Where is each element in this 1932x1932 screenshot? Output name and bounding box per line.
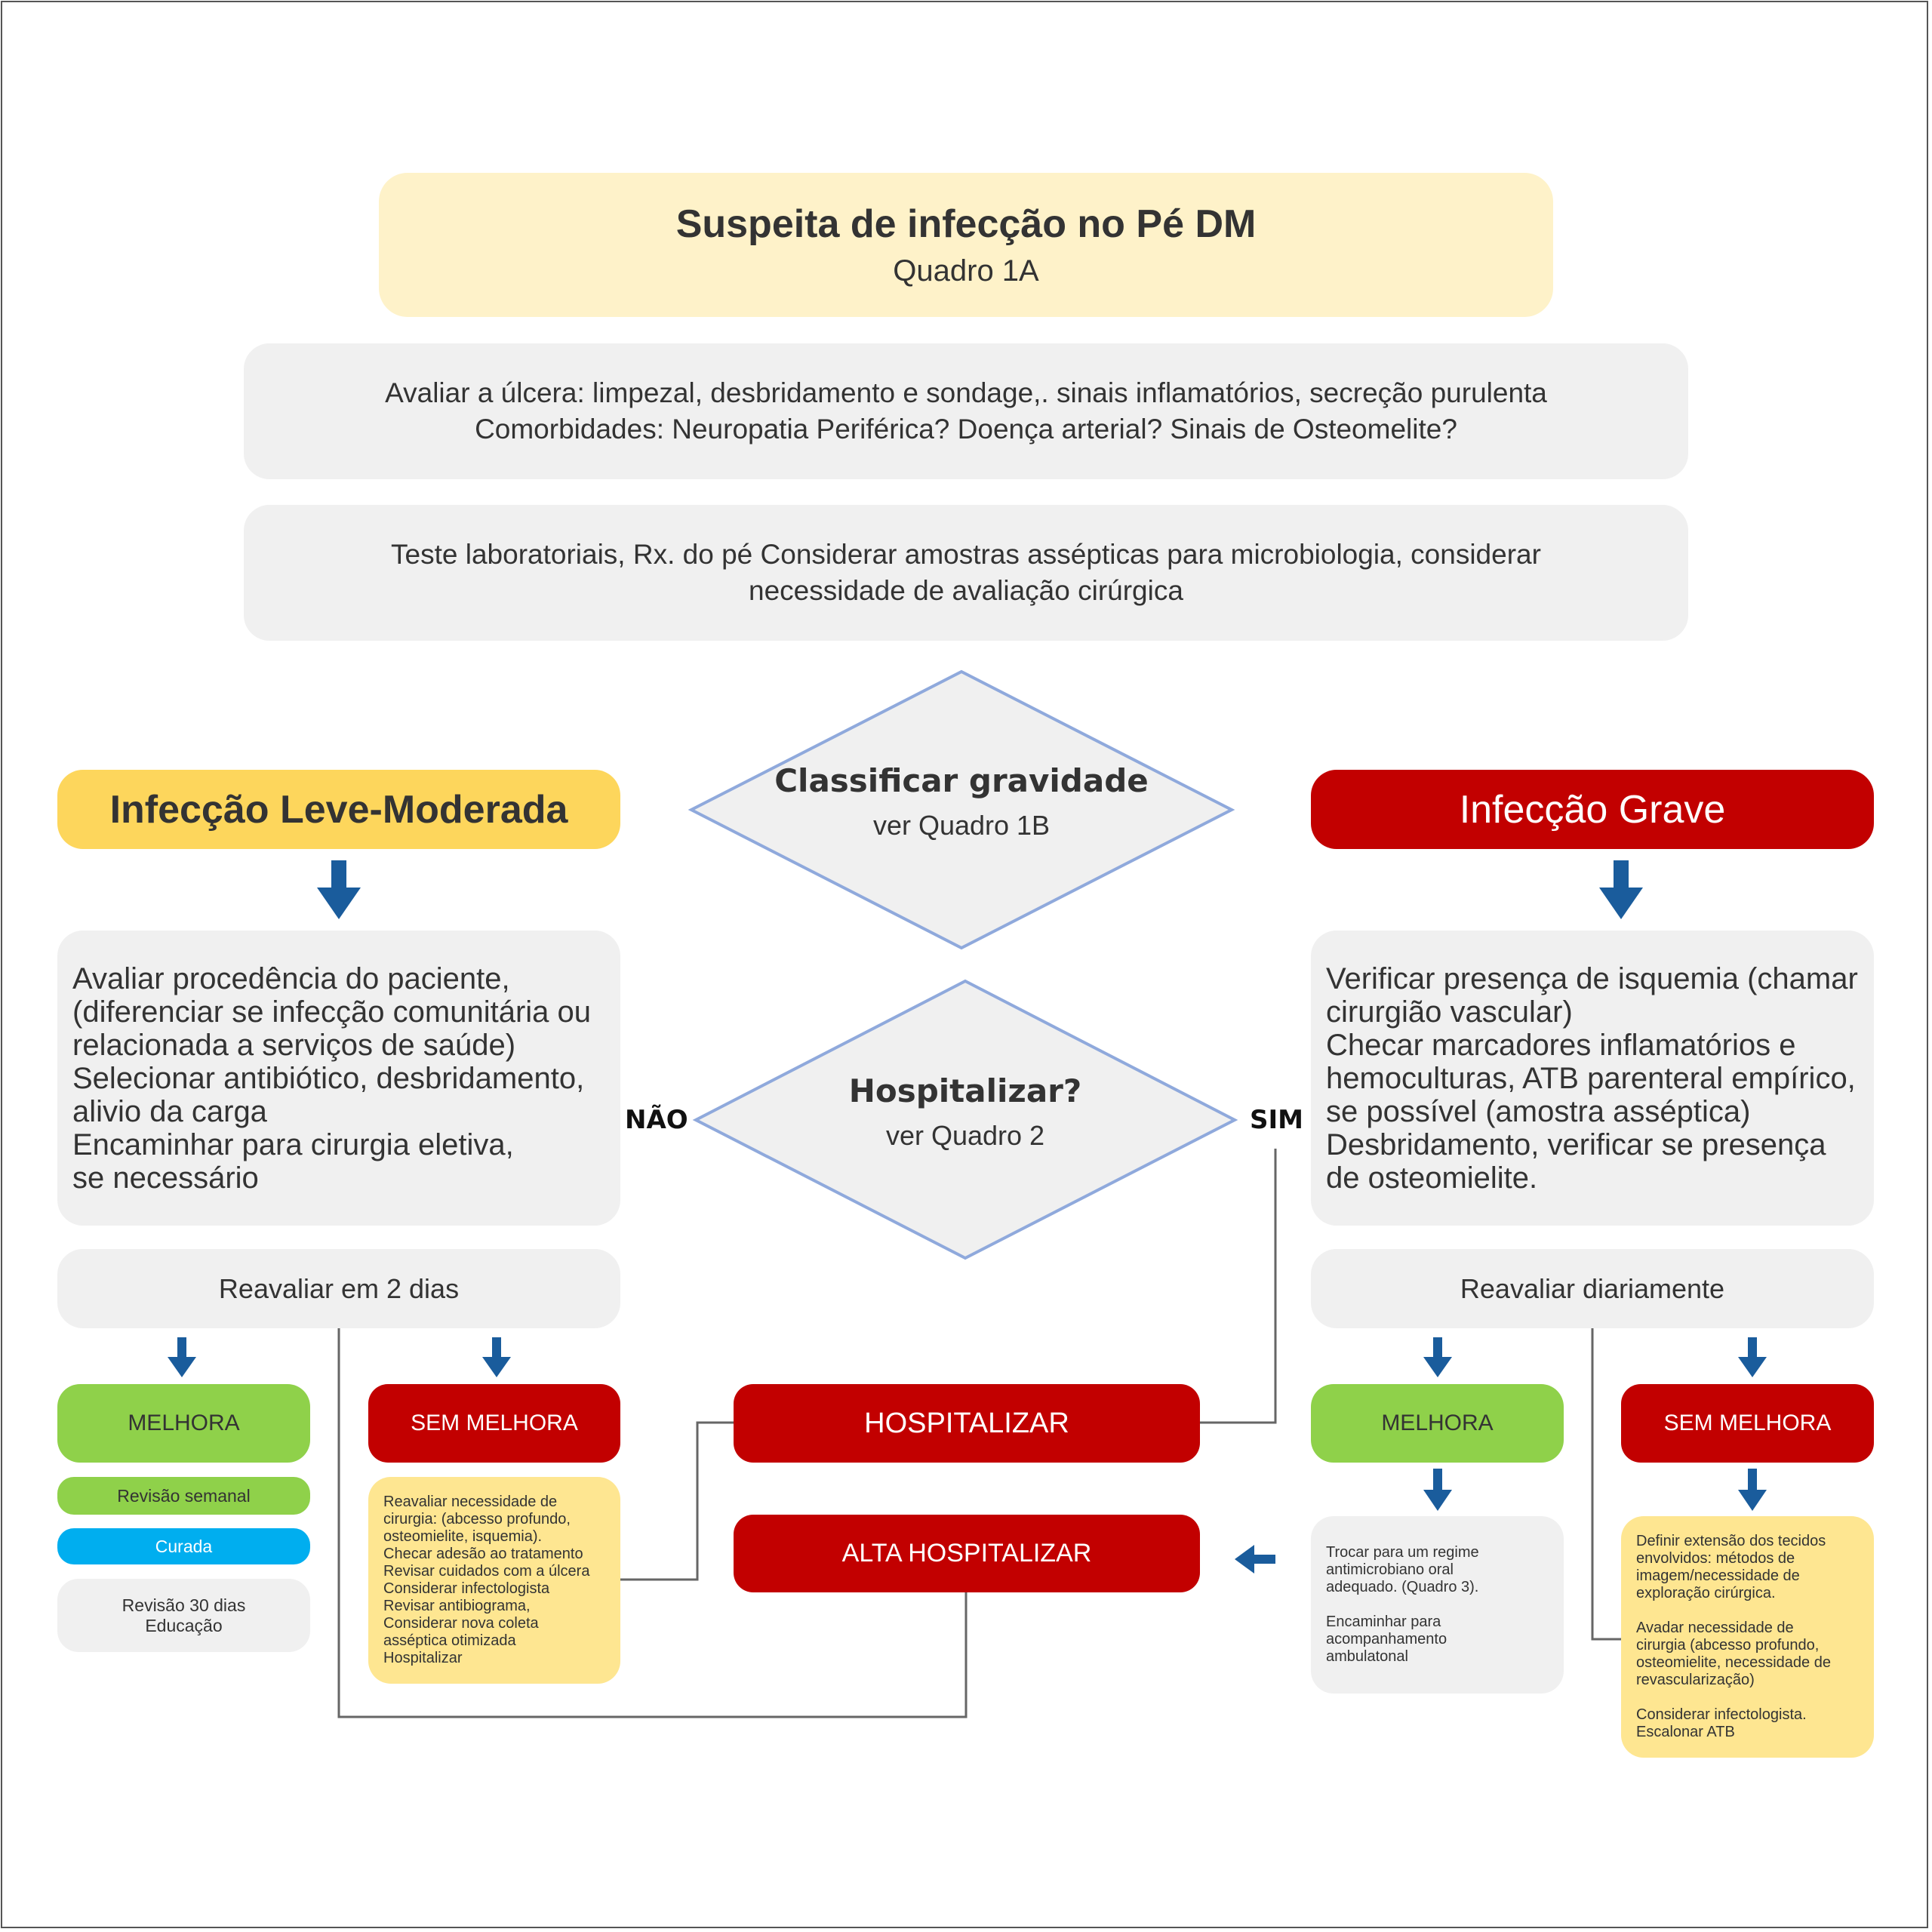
no-label: NÃO [625, 1105, 688, 1135]
right-reassess-text: Reavaliar diariamente [1460, 1272, 1725, 1304]
connector-left-note-to-hospitalize [620, 1421, 734, 1581]
connector-right-reassess-to-note [1591, 1328, 1621, 1641]
page-subtitle: Quadro 1A [893, 254, 1039, 288]
cured-label: Curada [155, 1536, 213, 1556]
connector-sim-to-hospitalize [1200, 1149, 1277, 1424]
severe-actions-text: Verificar presença de isquemia (chamar c… [1326, 961, 1858, 1195]
hospitalize-diamond [692, 979, 1238, 1260]
classify-label: Classificar gravidade ver Quadro 1B [735, 762, 1188, 841]
left-reassess-text: Reavaliar em 2 dias [218, 1272, 460, 1304]
left-no-improve-box: SEM MELHORA [368, 1384, 620, 1463]
mild-moderate-heading-box: Infecção Leve-Moderada [57, 770, 620, 849]
arrow-down-right-improve-icon [1423, 1337, 1452, 1377]
hospitalize-question-title: Hospitalizar? [848, 1072, 1082, 1109]
mild-moderate-actions-box: Avaliar procedência do paciente, (difere… [57, 931, 620, 1226]
discharge-label: ALTA HOSPITALIZAR [841, 1539, 1092, 1567]
arrow-down-left-icon [317, 860, 361, 919]
evaluate-ulcer-box: Avaliar a úlcera: limpezal, desbridament… [244, 343, 1688, 479]
arrow-down-left-noimprove-icon [482, 1337, 511, 1377]
severe-heading-box: Infecção Grave [1311, 770, 1874, 849]
right-no-improve-label: SEM MELHORA [1663, 1411, 1832, 1435]
page-title: Suspeita de infecção no Pé DM [675, 202, 1257, 246]
mild-moderate-actions-text: Avaliar procedência do paciente, (difere… [72, 961, 592, 1195]
hospitalize-question-label: Hospitalizar? ver Quadro 2 [739, 1072, 1192, 1152]
left-no-improve-label: SEM MELHORA [411, 1411, 578, 1435]
severe-heading: Infecção Grave [1459, 787, 1726, 832]
weekly-review-label: Revisão semanal [117, 1485, 251, 1506]
arrow-down-right-noimprove-note-icon [1738, 1469, 1767, 1511]
severe-actions-box: Verificar presença de isquemia (chamar c… [1311, 931, 1874, 1226]
left-no-improve-note-text: Reavaliar necessidade de cirurgia: (abce… [383, 1494, 590, 1666]
right-reassess-box: Reavaliar diariamente [1311, 1249, 1874, 1328]
lab-tests-box: Teste laboratoriais, Rx. do pé Considera… [244, 505, 1688, 641]
arrow-down-right-improve-note-icon [1423, 1469, 1452, 1511]
left-improve-box: MELHORA [57, 1384, 310, 1463]
arrow-down-right-noimprove-icon [1738, 1337, 1767, 1377]
classify-title: Classificar gravidade [774, 762, 1149, 799]
evaluate-ulcer-text: Avaliar a úlcera: limpezal, desbridament… [385, 377, 1547, 445]
arrow-down-right-icon [1599, 860, 1643, 919]
connector-left-reassess-to-alta [337, 1328, 968, 1718]
yes-label: SIM [1250, 1105, 1303, 1135]
hospitalize-box: HOSPITALIZAR [734, 1384, 1200, 1463]
mild-moderate-heading: Infecção Leve-Moderada [109, 787, 568, 832]
discharge-box: ALTA HOSPITALIZAR [734, 1515, 1200, 1592]
review-30-days-label: Revisão 30 dias Educação [122, 1595, 246, 1635]
hospitalize-label: HOSPITALIZAR [864, 1407, 1069, 1439]
classify-subtitle: ver Quadro 1B [872, 810, 1051, 841]
left-reassess-box: Reavaliar em 2 dias [57, 1249, 620, 1328]
left-improve-label: MELHORA [128, 1411, 240, 1435]
title-box: Suspeita de infecção no Pé DM Quadro 1A [379, 173, 1553, 317]
cured-box: Curada [57, 1528, 310, 1564]
hospitalize-question-subtitle: ver Quadro 2 [885, 1120, 1045, 1151]
right-improve-note-box: Trocar para um regime antimicrobiano ora… [1311, 1516, 1564, 1694]
right-improve-label: MELHORA [1381, 1411, 1494, 1435]
right-no-improve-box: SEM MELHORA [1621, 1384, 1874, 1463]
arrow-left-to-alta-icon [1235, 1545, 1275, 1574]
classify-diamond [688, 669, 1235, 950]
right-no-improve-note-text: Definir extensão dos tecidos envolvidos:… [1636, 1533, 1831, 1740]
right-improve-box: MELHORA [1311, 1384, 1564, 1463]
weekly-review-box: Revisão semanal [57, 1477, 310, 1515]
arrow-down-left-improve-icon [168, 1337, 196, 1377]
right-no-improve-note-box: Definir extensão dos tecidos envolvidos:… [1621, 1516, 1874, 1758]
right-improve-note-text: Trocar para um regime antimicrobiano ora… [1326, 1544, 1479, 1665]
lab-tests-text: Teste laboratoriais, Rx. do pé Considera… [391, 539, 1541, 606]
review-30-days-box: Revisão 30 dias Educação [57, 1579, 310, 1652]
left-no-improve-note-box: Reavaliar necessidade de cirurgia: (abce… [368, 1477, 620, 1684]
